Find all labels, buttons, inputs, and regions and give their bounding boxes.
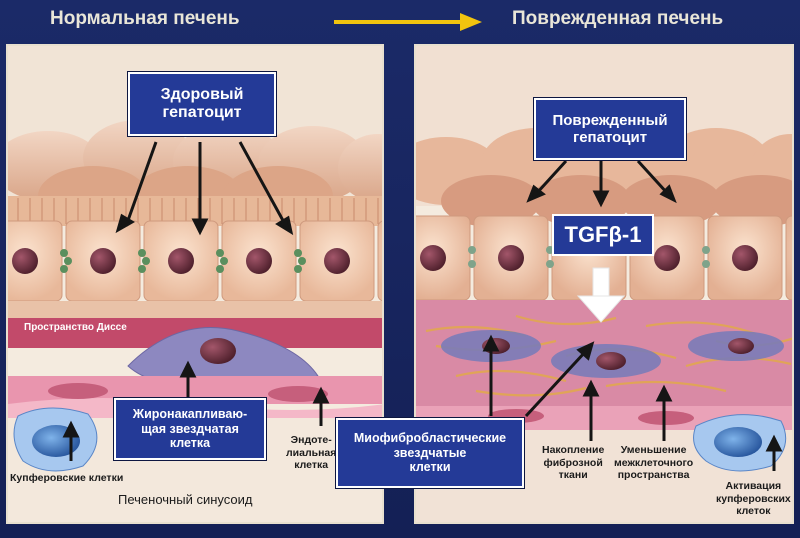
tgf-beta1-label: TGFβ-1 <box>552 214 654 256</box>
hepatocyte-nuclei-left <box>12 248 350 274</box>
endothelial-cell-label: Эндоте- лиальная клетка <box>286 434 337 472</box>
pointer-arrows-left <box>62 141 330 461</box>
junction-markers-left <box>60 249 306 273</box>
tgf-signal-arrow <box>576 267 626 323</box>
kupffer-cell-left <box>13 407 98 472</box>
fibrous-tissue-label: Накопление фиброзной ткани <box>542 444 605 482</box>
kupffer-cells-label: Купферовские клетки <box>10 472 124 484</box>
heading-damaged-liver: Поврежденная печень <box>512 8 724 29</box>
stellate-cell-label: Жиронакапливаю- щая звездчатая клетка <box>114 398 266 460</box>
stellate-cell-left <box>127 327 319 388</box>
kupffer-cell-right <box>693 414 787 472</box>
kupffer-activation-label: Активация купферовских клеток <box>716 480 791 518</box>
panel-normal-liver: Здоровый гепатоцит Пространство Диссе Жи… <box>6 44 384 524</box>
heading-normal-liver: Нормальная печень <box>50 8 240 29</box>
hepatic-sinusoid-label: Печеночный синусоид <box>118 492 253 507</box>
intercellular-space-label: Уменьшение межклеточного пространства <box>614 444 694 482</box>
junction-markers-right <box>468 246 710 268</box>
panel-damaged-liver: Поврежденный гепатоцит TGFβ-1 Накопление… <box>414 44 794 524</box>
myofibroblast-cells <box>441 330 784 378</box>
damaged-liver-illustration <box>416 46 792 522</box>
normal-liver-illustration <box>8 46 382 522</box>
pointer-arrows-right <box>482 159 783 471</box>
heading-arrow-icon <box>334 13 482 31</box>
disse-space-label: Пространство Диссе <box>24 322 127 333</box>
myofibroblast-stellate-label: Миофибробластические звездчатые клетки <box>336 418 524 488</box>
healthy-hepatocyte-label: Здоровый гепатоцит <box>128 72 276 136</box>
hepatocyte-nuclei-right <box>420 245 758 271</box>
damaged-hepatocyte-label: Поврежденный гепатоцит <box>534 98 686 160</box>
